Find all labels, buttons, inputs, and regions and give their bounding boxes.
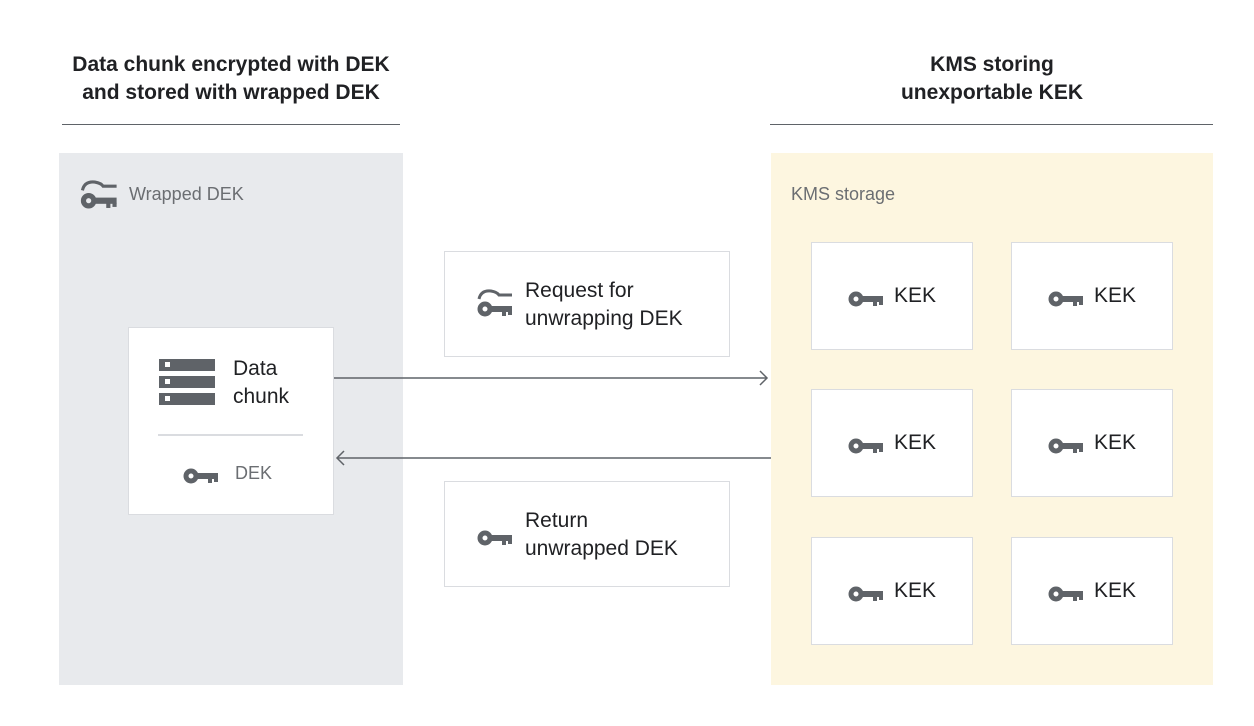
kek-card: KEK xyxy=(811,537,973,645)
request-line1: Request for xyxy=(525,279,634,302)
kek-label: KEK xyxy=(893,284,937,307)
key-icon xyxy=(1048,432,1084,454)
kek-card: KEK xyxy=(1011,537,1173,645)
kek-card: KEK xyxy=(1011,389,1173,497)
return-label: Return unwrapped DEK xyxy=(525,507,678,563)
request-arrow xyxy=(334,370,769,386)
key-icon xyxy=(1048,285,1084,307)
kek-card: KEK xyxy=(811,242,973,350)
dek-key-icon xyxy=(183,462,219,484)
data-chunk-label: Data chunk xyxy=(233,355,289,411)
kek-label: KEK xyxy=(1093,431,1137,454)
arrows xyxy=(334,370,771,466)
kek-label: KEK xyxy=(893,431,937,454)
kek-label: KEK xyxy=(893,579,937,602)
key-icon xyxy=(477,524,513,546)
request-label: Request for unwrapping DEK xyxy=(525,277,683,333)
data-chunk-line2: chunk xyxy=(233,385,290,408)
left-title: Data chunk encrypted with DEK and stored… xyxy=(40,51,422,107)
card-divider xyxy=(158,434,303,436)
wrapped-dek-label: Wrapped DEK xyxy=(129,184,244,204)
data-chunk-line1: Data xyxy=(233,357,278,380)
key-icon xyxy=(848,580,884,602)
kek-label: KEK xyxy=(1093,284,1137,307)
kek-label: KEK xyxy=(1093,579,1137,602)
right-title-rule xyxy=(770,124,1213,125)
return-line2: unwrapped DEK xyxy=(525,537,678,560)
key-icon xyxy=(848,285,884,307)
right-title-line2: unexportable KEK xyxy=(900,81,1084,104)
left-title-rule xyxy=(62,124,400,125)
return-unwrapped-box xyxy=(444,481,730,587)
return-arrow xyxy=(335,450,771,466)
right-title: KMS storing unexportable KEK xyxy=(792,51,1192,107)
kek-card: KEK xyxy=(1011,242,1173,350)
right-title-line1: KMS storing xyxy=(930,53,1054,76)
wrapped-key-icon xyxy=(80,180,118,209)
return-line1: Return xyxy=(525,509,589,532)
left-title-line2: and stored with wrapped DEK xyxy=(82,81,380,104)
key-icon xyxy=(1048,580,1084,602)
kms-storage-label: KMS storage xyxy=(791,184,896,204)
dek-label: DEK xyxy=(235,463,273,483)
data-chunk-icon xyxy=(159,359,215,405)
left-title-line1: Data chunk encrypted with DEK xyxy=(72,53,390,76)
key-icon xyxy=(848,432,884,454)
request-line2: unwrapping DEK xyxy=(525,307,683,330)
kek-card: KEK xyxy=(811,389,973,497)
wrapped-key-icon xyxy=(477,289,513,317)
data-chunk-card xyxy=(128,327,334,515)
request-unwrap-box xyxy=(444,251,730,357)
